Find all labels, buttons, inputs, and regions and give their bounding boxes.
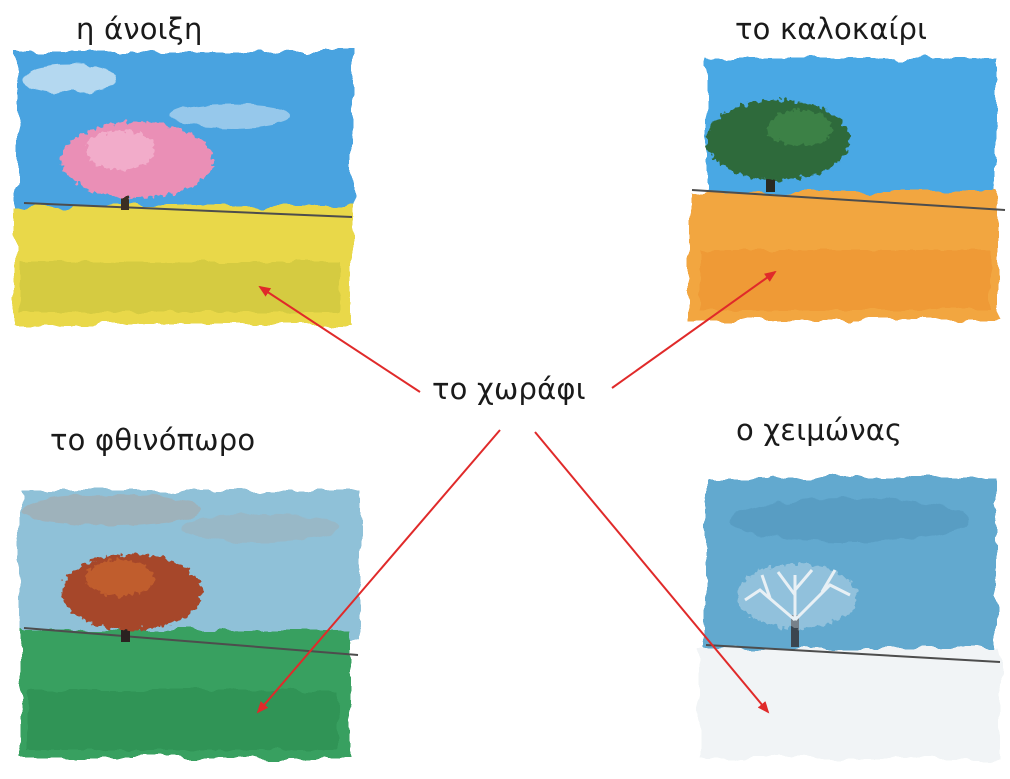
- winter-horizon: [705, 644, 1001, 663]
- autumn-cloud: [20, 494, 200, 526]
- spring-field-shade: [20, 262, 340, 312]
- spring-cloud: [170, 104, 290, 128]
- spring-cloud: [22, 64, 118, 92]
- winter-label: ο χειμώνας: [736, 413, 903, 447]
- summer-painting: [688, 58, 1006, 320]
- autumn-tree-highlight: [86, 560, 154, 596]
- arrow-to-spring: [258, 285, 421, 393]
- summer-label: το καλοκαίρι: [735, 12, 928, 46]
- arrow-to-summer: [611, 270, 777, 389]
- winter-tree-snow: [737, 564, 857, 628]
- spring-label: η άνοιξη: [76, 12, 203, 46]
- winter-cloud: [730, 498, 970, 542]
- arrow-to-autumn: [256, 429, 501, 714]
- winter-field: [700, 648, 1000, 758]
- summer-tree-highlight: [768, 110, 832, 146]
- spring-painting: [14, 52, 353, 324]
- autumn-cloud: [180, 514, 340, 542]
- winter-painting: [700, 478, 1001, 758]
- spring-tree-highlight: [86, 130, 154, 170]
- center-label: το χωράφι: [432, 372, 586, 406]
- spring-horizon: [23, 202, 353, 218]
- autumn-field-shade: [28, 690, 338, 750]
- autumn-label: το φθινόπωρο: [50, 423, 256, 457]
- autumn-horizon: [23, 627, 359, 656]
- summer-horizon: [691, 189, 1006, 211]
- summer-field-shade: [700, 250, 990, 310]
- arrow-to-winter: [534, 431, 770, 714]
- arrows: [256, 270, 777, 714]
- autumn-painting: [20, 490, 360, 758]
- winter-tree-trunk: [791, 615, 799, 647]
